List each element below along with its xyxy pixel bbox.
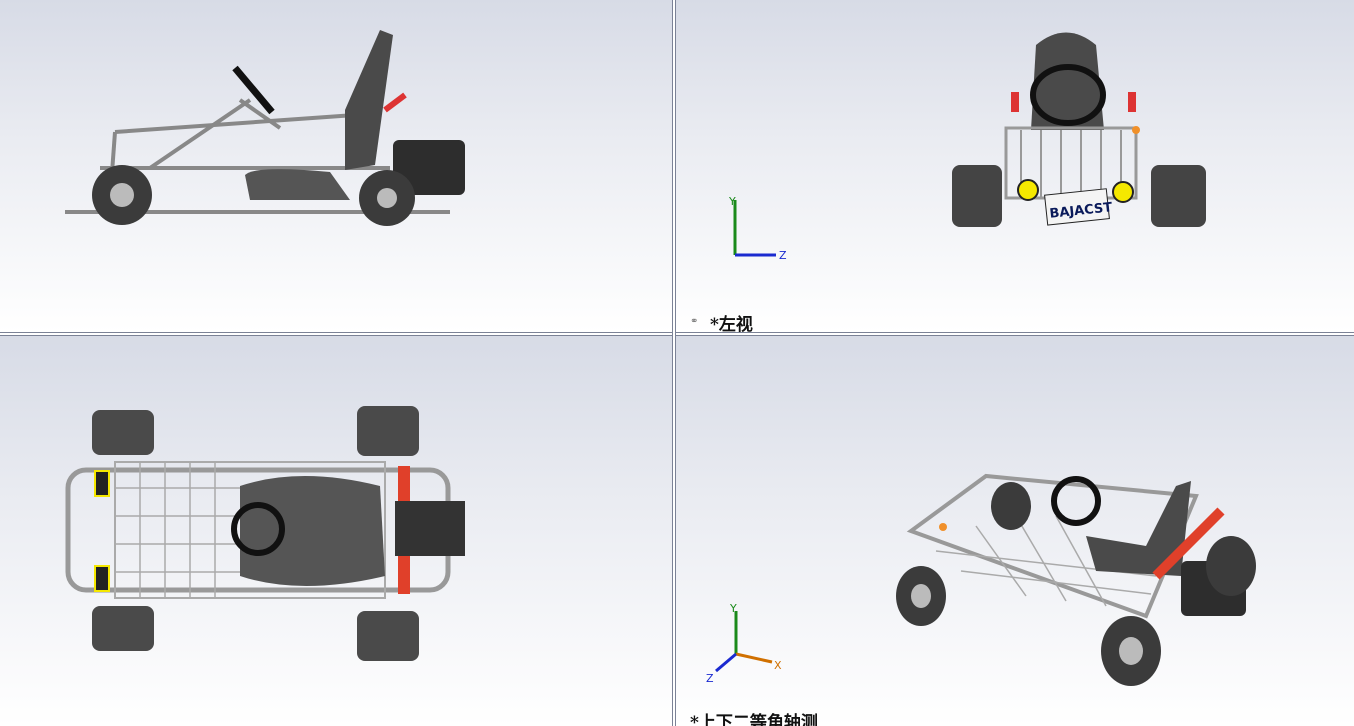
triad-z-label: Z [706, 672, 714, 685]
kart-side-view [65, 30, 465, 226]
triad-y-label: Y [729, 602, 737, 615]
viewport-horizontal-splitter[interactable] [0, 332, 1354, 336]
viewport-top[interactable] [0, 336, 672, 726]
view-label: *左视 [710, 315, 753, 332]
license-plate-text: BAJACST [1049, 200, 1113, 222]
viewport-left-view[interactable]: BAJACST Y Z ⚭ *左视 [676, 0, 1354, 332]
triad-y-label: Y [728, 195, 736, 208]
viewport-side[interactable] [0, 0, 672, 332]
triad-z-label: Z [779, 249, 787, 262]
kart-front-view: BAJACST Y Z [728, 32, 1206, 262]
triad-x-label: X [774, 659, 782, 672]
kart-top-view [65, 406, 465, 661]
viewport-isometric[interactable]: Y X Z *上下二等角轴测 [676, 336, 1354, 726]
viewport-vertical-splitter[interactable] [672, 0, 676, 726]
kart-isometric-view: Y X Z [706, 473, 1256, 686]
view-label: *上下二等角轴测 [690, 713, 818, 726]
view-link-icon: ⚭ [690, 316, 699, 327]
